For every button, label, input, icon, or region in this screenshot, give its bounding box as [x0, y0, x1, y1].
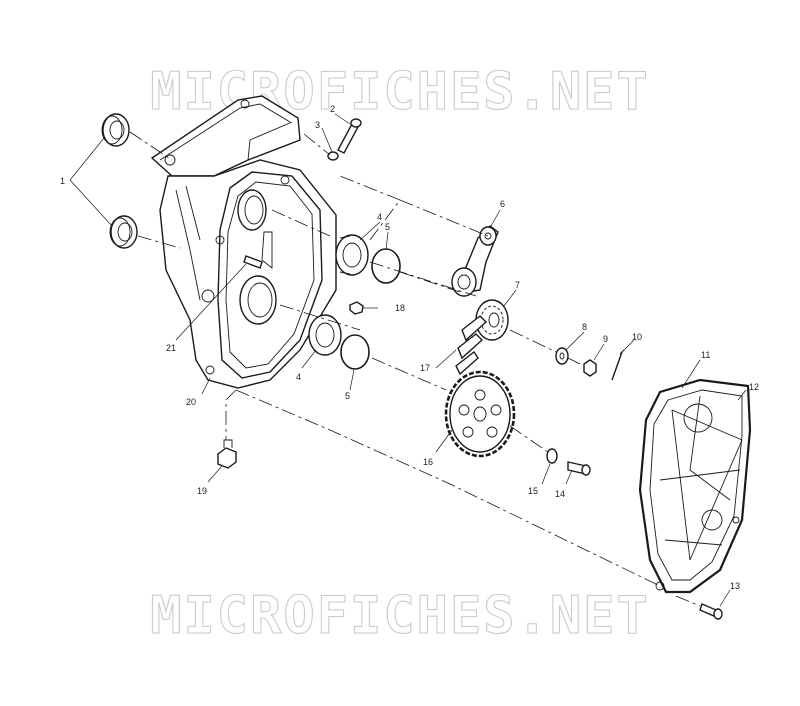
callout-17: 17 — [420, 363, 430, 373]
washer-3 — [327, 151, 339, 161]
bolt-14 — [567, 461, 591, 476]
assembly-lines — [129, 131, 701, 607]
seal-lower — [109, 215, 138, 249]
callout-8: 8 — [582, 322, 587, 332]
callout-6: 6 — [500, 199, 505, 209]
snap-ring-lower — [340, 334, 370, 370]
callout-5-upper: 5 — [385, 222, 390, 232]
tensioner-arm — [451, 225, 499, 297]
snap-ring-upper — [371, 248, 401, 284]
callout-4-upper: 4 — [377, 212, 382, 222]
callout-12: 12 — [749, 382, 759, 392]
nut-19 — [217, 439, 237, 469]
callout-7: 7 — [515, 280, 520, 290]
watermark-bottom: MICROFICHES.NET — [150, 586, 650, 647]
callout-21: 21 — [166, 343, 176, 353]
sprocket-small — [475, 299, 509, 341]
sprocket-large — [444, 370, 516, 458]
nut-18 — [349, 301, 364, 315]
stud-21 — [243, 255, 263, 269]
callout-5-lower: 5 — [345, 391, 350, 401]
nut-9 — [583, 359, 597, 377]
callout-15: 15 — [528, 486, 538, 496]
chaincase-housing — [150, 95, 337, 389]
callout-4-lower: 4 — [296, 372, 301, 382]
callout-13: 13 — [730, 581, 740, 591]
cotter-pin-10 — [611, 349, 625, 381]
callout-11: 11 — [701, 350, 710, 360]
bolt-13 — [699, 603, 723, 620]
callout-19: 19 — [197, 486, 207, 496]
callout-18: 18 — [395, 303, 405, 313]
seal-upper — [101, 113, 130, 147]
leader-lines — [69, 113, 747, 607]
chain-17 — [455, 315, 488, 376]
washer-15 — [546, 448, 558, 464]
chaincase-cover — [638, 378, 752, 594]
bearing-upper — [335, 234, 369, 276]
callout-16: 16 — [423, 457, 433, 467]
callout-labels: 1 2 3 4 5 6 18 7 8 9 10 21 4 5 17 11 12 … — [60, 104, 759, 591]
callout-14: 14 — [555, 489, 565, 499]
callout-1: 1 — [60, 176, 65, 186]
washer-8 — [555, 347, 569, 365]
callout-20: 20 — [186, 397, 196, 407]
bearing-lower — [308, 314, 342, 356]
callout-2: 2 — [330, 104, 335, 114]
callout-3: 3 — [315, 120, 320, 130]
callout-10: 10 — [632, 332, 642, 342]
callout-9: 9 — [603, 334, 608, 344]
bolt-2 — [337, 118, 362, 154]
